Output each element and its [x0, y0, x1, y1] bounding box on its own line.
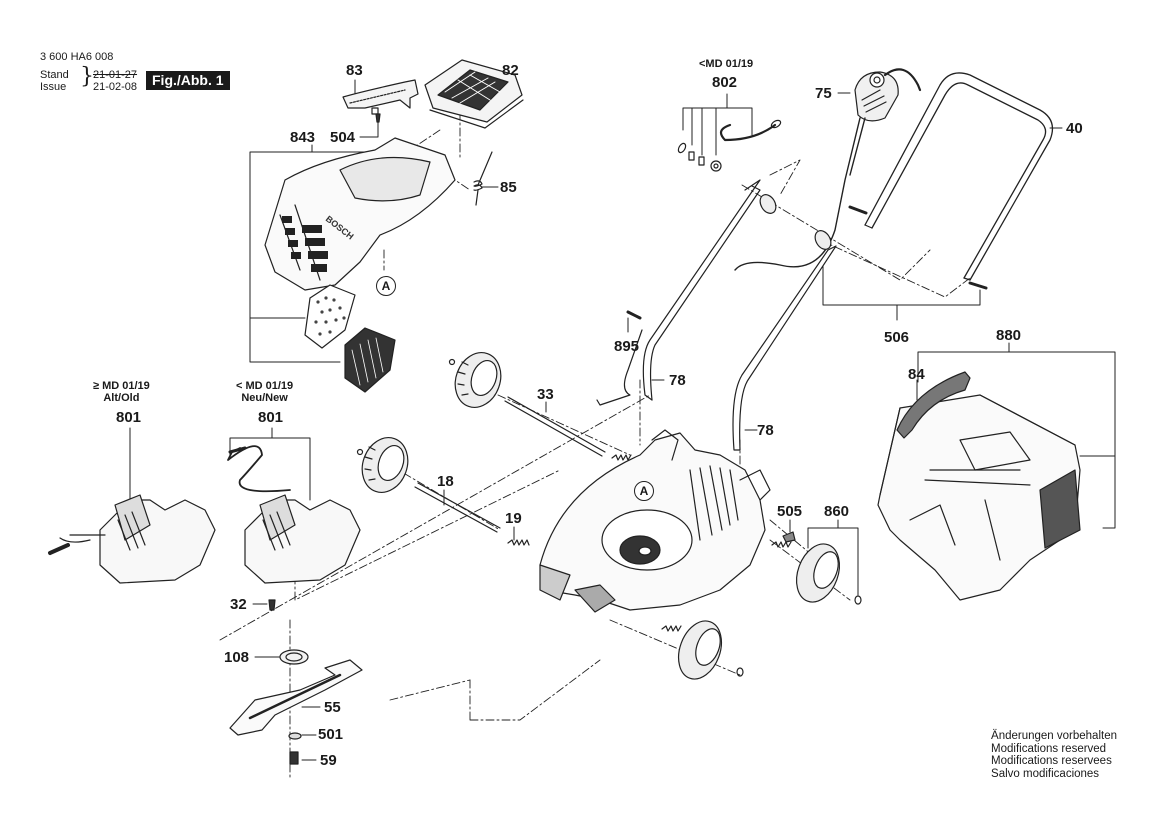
callout-85: 85: [500, 179, 517, 196]
callout-505: 505: [777, 503, 803, 520]
note-801-old-variant: ≥ MD 01/19 Alt/Old: [93, 380, 150, 404]
reference-marker-a-deck: A: [634, 481, 654, 501]
part-505-screw: [782, 531, 796, 543]
callout-860: 860: [824, 503, 850, 520]
note-801-old-sub: Alt/Old: [103, 392, 140, 404]
part-55-blade: [229, 659, 363, 736]
part-59-bolt: [289, 751, 299, 765]
part-spring-front-lower: [661, 625, 682, 632]
notice-line-fr: Modifications reservees: [991, 755, 1112, 767]
document-number: 3 600 HA6 008: [40, 51, 114, 63]
part-504-screw: [375, 113, 381, 123]
issue-date: 21-02-08: [93, 81, 138, 93]
callout-506: 506: [884, 329, 910, 346]
callout-75: 75: [815, 85, 832, 102]
part-501-washer: [288, 732, 302, 740]
part-895-pin: [596, 310, 643, 406]
figure-badge: Fig./Abb. 1: [146, 71, 230, 90]
notice-line-es: Salvo modificaciones: [991, 767, 1100, 780]
callout-801-old: 801: [116, 409, 142, 426]
note-801-new-date: < MD 01/19: [236, 380, 294, 392]
part-19-spring: [507, 539, 530, 546]
callout-18: 18: [437, 473, 454, 490]
modifications-notice: Änderungen vorbehalten Modifications res…: [991, 730, 1117, 780]
part-506-clamp-knobs: [759, 194, 832, 250]
part-front-wheel-lower: [677, 620, 744, 680]
note-802-variant: <MD 01/19: [699, 58, 754, 70]
part-860-front-wheel: [795, 543, 862, 605]
part-75-switch: [734, 68, 922, 271]
part-84-catcher-handle: [896, 371, 971, 439]
reference-marker-a-hood: A: [376, 276, 396, 296]
callout-801-new: 801: [258, 409, 284, 426]
part-spring-rear: [611, 454, 632, 461]
part-802-cable-kit: [677, 119, 782, 172]
callout-84: 84: [908, 366, 925, 383]
callout-33: 33: [537, 386, 554, 403]
part-843-grille-inserts: [304, 284, 396, 393]
note-801-new-sub: Neu/New: [241, 392, 288, 404]
callout-108: 108: [224, 649, 250, 666]
callout-40: 40: [1066, 120, 1083, 137]
part-33-axle: [504, 396, 606, 457]
stand-issue-labels: Stand Issue: [40, 69, 69, 93]
callout-78-left: 78: [669, 372, 686, 389]
part-spring-front: [771, 541, 792, 548]
part-108-blade-holder: [279, 649, 309, 665]
part-82-flap: [424, 59, 524, 129]
part-880-grass-catcher: [877, 394, 1081, 601]
revision-dates: 21-01-27 21-02-08: [93, 69, 137, 93]
callout-55: 55: [324, 699, 341, 716]
callout-895: 895: [614, 338, 640, 355]
callout-504: 504: [330, 129, 356, 146]
part-801-motor-new: [227, 445, 361, 584]
part-78-lower-handle-right: [732, 245, 837, 451]
part-85-spring: [473, 151, 493, 206]
notice-line-de: Änderungen vorbehalten: [991, 730, 1117, 742]
callout-78-right: 78: [757, 422, 774, 439]
callout-501: 501: [318, 726, 344, 743]
part-83-grip: [342, 79, 419, 115]
notice-line-en: Modifications reserved: [991, 742, 1107, 755]
note-801-new-variant: < MD 01/19 Neu/New: [236, 380, 293, 404]
note-801-old-date: ≥ MD 01/19: [93, 380, 150, 392]
callout-843: 843: [290, 129, 316, 146]
part-18-axle: [414, 482, 501, 533]
part-32-screw: [268, 599, 276, 611]
callout-59: 59: [320, 752, 337, 769]
brace-icon: }: [80, 64, 94, 89]
mower-deck: [539, 429, 771, 613]
issue-label: Issue: [40, 81, 67, 93]
part-rear-wheel-lower: [356, 437, 409, 493]
callout-82: 82: [502, 62, 519, 79]
part-40-upper-handle: [848, 72, 1054, 290]
callout-802: 802: [712, 74, 738, 91]
callout-880: 880: [996, 327, 1022, 344]
part-rear-wheel-upper: [448, 352, 502, 408]
stand-date: 21-01-27: [93, 69, 138, 81]
part-78-lower-handle-left: [642, 179, 761, 401]
callout-32: 32: [230, 596, 247, 613]
part-843-hood: BOSCH: [264, 137, 456, 291]
callout-83: 83: [346, 62, 363, 79]
part-801-motor-old: [48, 494, 216, 584]
callout-19: 19: [505, 510, 522, 527]
stand-label: Stand: [40, 69, 69, 81]
